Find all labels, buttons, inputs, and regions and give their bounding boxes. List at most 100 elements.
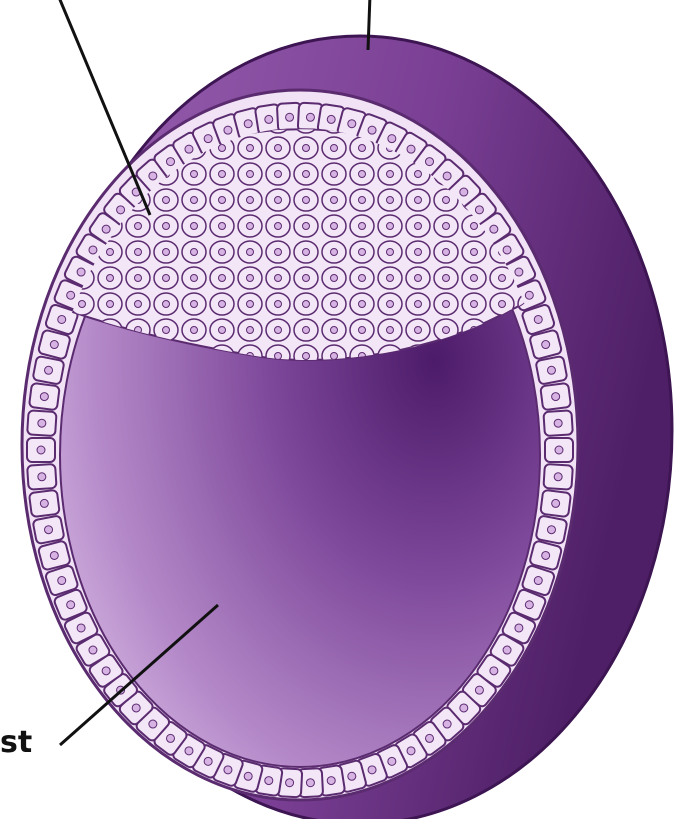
cell-nucleus	[303, 327, 310, 334]
cell-nucleus	[415, 197, 422, 204]
cell-nucleus	[107, 275, 114, 282]
cell-nucleus	[415, 327, 422, 334]
icm-cell	[42, 111, 66, 133]
cell-nucleus	[38, 473, 46, 481]
icm-cell	[126, 59, 150, 81]
cell-nucleus	[286, 113, 294, 121]
cell-nucleus	[331, 145, 338, 152]
cell-nucleus	[331, 327, 338, 334]
cell-nucleus	[79, 93, 86, 100]
cell-nucleus	[534, 577, 542, 585]
cell-nucleus	[303, 353, 310, 360]
icm-cell	[70, 85, 94, 107]
cell-nucleus	[79, 171, 86, 178]
cell-nucleus	[163, 67, 170, 74]
cell-nucleus	[51, 223, 58, 230]
cell-nucleus	[77, 624, 85, 632]
cell-nucleus	[275, 275, 282, 282]
cell-nucleus	[265, 777, 273, 785]
icm-cell	[98, 59, 122, 81]
cell-nucleus	[407, 145, 415, 153]
cell-nucleus	[443, 197, 450, 204]
cell-nucleus	[555, 446, 563, 454]
cell-nucleus	[471, 301, 478, 308]
cell-nucleus	[303, 197, 310, 204]
cell-nucleus	[219, 301, 226, 308]
cell-nucleus	[135, 301, 142, 308]
icm-cell	[154, 59, 178, 81]
cell-nucleus	[102, 667, 110, 675]
cell-nucleus	[247, 249, 254, 256]
cell-nucleus	[163, 301, 170, 308]
cell-nucleus	[331, 197, 338, 204]
cell-nucleus	[331, 275, 338, 282]
cell-nucleus	[348, 120, 356, 128]
cell-nucleus	[443, 720, 451, 728]
cell-nucleus	[167, 158, 175, 166]
cell-nucleus	[415, 301, 422, 308]
cell-nucleus	[265, 115, 273, 123]
cell-nucleus	[525, 601, 533, 609]
cell-nucleus	[443, 172, 451, 180]
cell-nucleus	[191, 171, 198, 178]
cell-nucleus	[102, 225, 110, 233]
cell-nucleus	[219, 145, 226, 152]
cell-nucleus	[219, 327, 226, 334]
cell-nucleus	[79, 301, 86, 308]
cell-nucleus	[244, 772, 252, 780]
cell-nucleus	[107, 145, 114, 152]
cell-nucleus	[490, 667, 498, 675]
cell-nucleus	[275, 327, 282, 334]
cell-nucleus	[415, 171, 422, 178]
cell-nucleus	[460, 704, 468, 712]
cell-nucleus	[555, 67, 562, 74]
cell-nucleus	[163, 249, 170, 256]
cell-nucleus	[542, 551, 550, 559]
cell-nucleus	[244, 120, 252, 128]
cell-nucleus	[275, 145, 282, 152]
cell-nucleus	[275, 249, 282, 256]
cell-nucleus	[247, 275, 254, 282]
cell-nucleus	[547, 366, 555, 374]
icm-cell	[154, 85, 178, 107]
cell-nucleus	[275, 301, 282, 308]
cell-nucleus	[191, 197, 198, 204]
cell-nucleus	[224, 766, 232, 774]
cell-nucleus	[219, 275, 226, 282]
cell-nucleus	[387, 301, 394, 308]
icm-cell	[42, 163, 66, 185]
cell-nucleus	[303, 301, 310, 308]
icm-cell	[42, 189, 66, 211]
icm-cell	[42, 137, 66, 159]
cell-nucleus	[58, 577, 66, 585]
cell-nucleus	[552, 393, 560, 401]
cell-nucleus	[415, 249, 422, 256]
cell-nucleus	[204, 135, 212, 143]
cell-nucleus	[135, 275, 142, 282]
cell-nucleus	[387, 327, 394, 334]
cell-nucleus	[51, 171, 58, 178]
cell-nucleus	[499, 301, 506, 308]
cell-nucleus	[359, 223, 366, 230]
cell-nucleus	[359, 275, 366, 282]
cell-nucleus	[149, 172, 157, 180]
cell-nucleus	[107, 249, 114, 256]
cell-nucleus	[554, 473, 562, 481]
cell-nucleus	[89, 246, 97, 254]
cell-nucleus	[368, 126, 376, 134]
cell-nucleus	[247, 171, 254, 178]
cell-nucleus	[407, 747, 415, 755]
cell-nucleus	[515, 268, 523, 276]
cell-nucleus	[275, 197, 282, 204]
cell-nucleus	[163, 327, 170, 334]
leader-line-top-left	[58, 0, 150, 215]
cell-nucleus	[331, 301, 338, 308]
cell-nucleus	[460, 188, 468, 196]
cell-nucleus	[475, 686, 483, 694]
cell-nucleus	[219, 67, 226, 74]
cell-nucleus	[67, 601, 75, 609]
cell-nucleus	[331, 353, 338, 360]
cell-nucleus	[51, 197, 58, 204]
cell-nucleus	[191, 249, 198, 256]
